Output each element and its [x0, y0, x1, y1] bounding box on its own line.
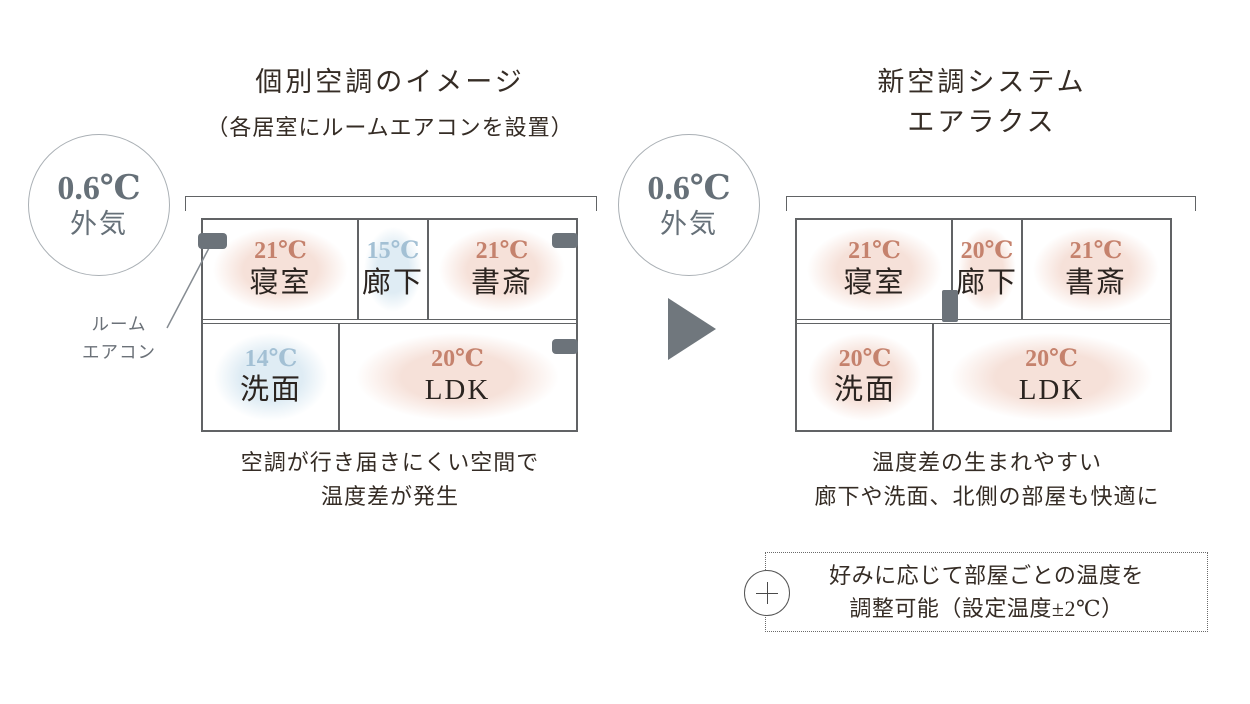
room-bedroom: 21℃ 寝室 — [203, 220, 358, 319]
room-aircon-callout: ルーム エアコン — [64, 310, 174, 366]
room-name: 廊下 — [955, 266, 1018, 299]
right-caption: 温度差の生まれやすい 廊下や洗面、北側の部屋も快適に — [762, 446, 1212, 514]
callout-leader-line — [166, 247, 210, 329]
room-name: LDK — [424, 374, 491, 407]
wall-divider — [338, 324, 340, 430]
outside-air-badge-left: 0.6℃ 外気 — [28, 134, 170, 276]
room-temp: 21℃ — [254, 238, 307, 265]
caption-line: 温度差の生まれやすい — [871, 450, 1102, 475]
callout-line: ルーム — [91, 314, 147, 334]
room-aircon-unit-icon — [552, 233, 578, 248]
left-caption: 空調が行き届きにくい空間で 温度差が発生 — [170, 446, 610, 514]
room-temp: 20℃ — [960, 238, 1014, 265]
room-ldk: 20℃ LDK — [933, 324, 1170, 430]
room-study: 21℃ 書斎 — [1022, 220, 1170, 319]
outside-temp-value: 0.6℃ — [647, 170, 731, 208]
room-aircon-unit-icon — [552, 339, 578, 354]
outside-temp-label: 外気 — [70, 208, 128, 239]
wall-divider — [357, 220, 359, 319]
room-name: 廊下 — [361, 266, 424, 299]
floorplan-left: 21℃ 寝室 15℃ 廊下 21℃ 書斎 14℃ 洗面 20℃ LDK — [198, 218, 578, 432]
room-washroom: 20℃ 洗面 — [797, 324, 933, 430]
room-name: 洗面 — [239, 374, 302, 407]
room-name: 書斎 — [470, 266, 533, 299]
wall-divider — [932, 324, 934, 430]
wall-divider — [427, 220, 429, 319]
room-temp: 15℃ — [366, 238, 420, 265]
room-name: 寝室 — [249, 266, 312, 299]
room-name: 寝室 — [843, 266, 906, 299]
room-bedroom: 21℃ 寝室 — [797, 220, 952, 319]
room-temp: 21℃ — [848, 238, 901, 265]
outside-air-badge-right: 0.6℃ 外気 — [618, 134, 760, 276]
caption-line: 温度差が発生 — [320, 484, 459, 510]
right-panel-title-line1: 新空調システム — [877, 67, 1087, 97]
note-line: 調整可能（設定温度±2℃） — [849, 596, 1124, 621]
room-name: 洗面 — [833, 374, 896, 407]
central-air-unit-icon — [942, 290, 958, 322]
room-washroom: 14℃ 洗面 — [203, 324, 339, 430]
floorplan-right: 21℃ 寝室 20℃ 廊下 21℃ 書斎 20℃ 洗面 20℃ LDK — [795, 218, 1172, 432]
caption-line: 廊下や洗面、北側の部屋も快適に — [814, 484, 1160, 510]
wall-divider — [951, 220, 953, 319]
outside-temp-label: 外気 — [660, 208, 718, 239]
left-panel-title: 個別空調のイメージ — [255, 67, 525, 97]
note-line: 好みに応じて部屋ごとの温度を — [829, 563, 1144, 588]
room-temp: 20℃ — [838, 345, 892, 372]
room-ldk: 20℃ LDK — [339, 324, 576, 430]
ceiling-outline-right — [786, 196, 1196, 211]
room-study: 21℃ 書斎 — [428, 220, 576, 319]
adjustment-note-box: 好みに応じて部屋ごとの温度を 調整可能（設定温度±2℃） — [765, 552, 1208, 632]
outside-temp-value: 0.6℃ — [57, 170, 141, 208]
room-hallway: 15℃ 廊下 — [358, 220, 428, 319]
room-name: LDK — [1018, 374, 1085, 407]
plus-icon — [745, 571, 789, 615]
room-hallway: 20℃ 廊下 — [952, 220, 1022, 319]
plus-badge — [744, 570, 790, 616]
room-temp: 20℃ — [431, 345, 484, 372]
room-temp: 21℃ — [475, 238, 529, 265]
left-panel-subtitle: （各居室にルームエアコンを設置） — [206, 115, 574, 140]
wall-divider — [1021, 220, 1023, 319]
callout-line: エアコン — [82, 342, 156, 362]
floor-divider — [203, 319, 576, 324]
room-aircon-unit-icon — [198, 233, 227, 249]
room-name: 書斎 — [1064, 266, 1127, 299]
room-temp: 14℃ — [244, 345, 298, 372]
room-temp: 20℃ — [1025, 345, 1078, 372]
arrow-right-icon — [668, 298, 716, 360]
floor-divider — [797, 319, 1170, 324]
right-panel-title-line2: エアラクス — [907, 107, 1057, 137]
room-temp: 21℃ — [1069, 238, 1123, 265]
caption-line: 空調が行き届きにくい空間で — [240, 450, 540, 475]
ceiling-outline-left — [185, 196, 597, 211]
